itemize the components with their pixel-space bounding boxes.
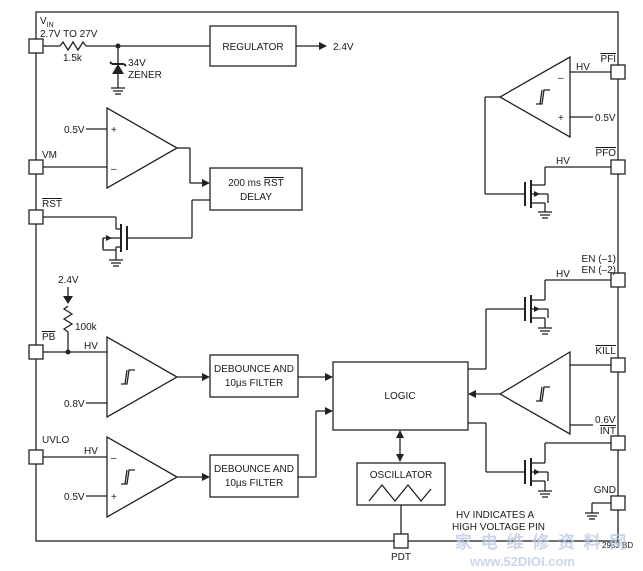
kill-section: KILL 0.6V <box>498 346 626 436</box>
kill-comparator <box>498 350 571 436</box>
resistor-100k <box>62 305 74 333</box>
svg-text:–: – <box>111 164 117 175</box>
regulator-output-label: 2.4V <box>333 42 354 53</box>
uvlo-pin-pad <box>28 449 44 465</box>
rst-delay-block <box>209 167 303 211</box>
svg-text:10µs FILTER: 10µs FILTER <box>225 378 283 389</box>
pfi-hysteresis-icon <box>536 89 550 105</box>
uvlo-comparator <box>106 435 179 519</box>
r2-label: 100k <box>75 322 98 333</box>
svg-text:10µs FILTER: 10µs FILTER <box>225 478 283 489</box>
pfo-pin-label: PFO <box>595 148 616 159</box>
kill-pin-label: KILL <box>595 346 616 357</box>
rst-pin-pad <box>28 209 44 225</box>
svg-text:+: + <box>111 492 117 503</box>
kill-ref-label: 0.6V <box>595 415 616 426</box>
rst-pin-label: RST <box>42 199 62 210</box>
pfo-hv-label: HV <box>556 156 570 167</box>
pdt-pin-label: PDT <box>391 552 411 563</box>
pb-hysteresis-icon <box>121 369 135 385</box>
svg-text:–: – <box>111 453 117 464</box>
svg-text:DEBOUNCE AND: DEBOUNCE AND <box>214 364 294 375</box>
uvlo-hv-label: HV <box>84 446 98 457</box>
en-hv-label: HV <box>556 269 570 280</box>
zener-voltage-label: 34V <box>128 58 146 69</box>
int-nmos <box>524 443 552 498</box>
logic-label: LOGIC <box>384 391 415 402</box>
en-nmos <box>524 280 552 335</box>
pfo-pin-pad <box>610 159 626 175</box>
rst-nmos <box>102 217 128 267</box>
svg-text:–: – <box>558 73 564 84</box>
pb-ref-label: 0.8V <box>64 399 85 410</box>
hv-note-line-1: HV INDICATES A <box>456 510 534 521</box>
oscillator-label: OSCILLATOR <box>370 470 432 481</box>
gnd-section: GND <box>585 485 626 520</box>
figure-id: 2953 BD <box>602 541 633 550</box>
int-section: INT <box>524 426 626 498</box>
rst-delay-label-1: 200 ms RST <box>228 178 284 189</box>
int-pin-label: INT <box>600 426 616 437</box>
gnd-pin-pad <box>610 495 626 511</box>
uvlo-hysteresis-icon <box>121 469 135 485</box>
gnd-pin-label: GND <box>594 485 616 496</box>
pfi-ref-label: 0.5V <box>595 113 616 124</box>
pfi-hv-label: HV <box>576 62 590 73</box>
r1-label: 1.5k <box>63 53 83 64</box>
triangle-wave-icon <box>368 483 432 503</box>
pb-pin-pad <box>28 344 44 360</box>
kill-hysteresis-icon <box>536 386 550 402</box>
pb-comparator <box>106 335 179 419</box>
regulator-label: REGULATOR <box>222 42 283 53</box>
vm-pin-label: VM <box>42 150 57 161</box>
pb-section: 2.4V 100k PB HV 0.8V DEBOUNCE AND 10µs F… <box>28 275 333 419</box>
rst-delay-label-2: DELAY <box>240 192 272 203</box>
pb-hv-label: HV <box>84 341 98 352</box>
pdt-pin-pad <box>393 533 409 549</box>
en1-pin-label: EN (–1) <box>582 254 616 265</box>
watermark-line-1: 家 电 维 修 资 料 网 <box>455 532 628 552</box>
debounce-block-2 <box>209 454 299 498</box>
vin-pin-pad <box>28 38 44 54</box>
vin-section: VIN 2.7V TO 27V 1.5k 34V ZENER REGULATOR… <box>28 16 354 95</box>
logic-section: LOGIC OSCILLATOR PDT <box>332 308 525 563</box>
en2-pin-label: EN (–2) <box>582 265 616 276</box>
uvlo-section: UVLO HV – + 0.5V DEBOUNCE AND 10µs FILTE… <box>28 407 333 519</box>
watermark-line-2: www.52DIOI.com <box>469 554 575 569</box>
pullup-voltage-label: 2.4V <box>58 275 79 286</box>
hv-note-line-2: HIGH VOLTAGE PIN <box>452 522 545 533</box>
int-pin-pad <box>610 435 626 451</box>
en-section: EN (–1) EN (–2) HV <box>524 254 626 335</box>
pfi-comparator <box>498 55 571 139</box>
svg-text:DEBOUNCE AND: DEBOUNCE AND <box>214 464 294 475</box>
resistor-1-5k <box>59 40 87 52</box>
pfi-pin-label: PFI <box>600 54 616 65</box>
vin-range-label: 2.7V TO 27V <box>40 29 98 40</box>
kill-pin-pad <box>610 357 626 373</box>
vm-pin-pad <box>28 159 44 175</box>
vm-ref-label: 0.5V <box>64 125 85 136</box>
pfo-nmos <box>524 167 552 219</box>
svg-text:+: + <box>558 113 564 124</box>
pb-pin-label: PB <box>42 332 56 343</box>
svg-text:+: + <box>111 125 117 136</box>
zener-label: ZENER <box>128 70 162 81</box>
logic-block <box>332 361 469 431</box>
uvlo-ref-label: 0.5V <box>64 492 85 503</box>
debounce-block-1 <box>209 354 299 398</box>
vin-pin-label: VIN <box>40 16 54 29</box>
vm-comparator <box>106 106 179 190</box>
pfi-section: PFI HV – + 0.5V PFO HV <box>484 54 626 219</box>
uvlo-pin-label: UVLO <box>42 435 69 446</box>
pfi-pin-pad <box>610 64 626 80</box>
vm-section: + – 0.5V VM 200 ms RST DELAY RST <box>28 106 303 267</box>
zener-diode: 34V ZENER <box>109 46 162 95</box>
